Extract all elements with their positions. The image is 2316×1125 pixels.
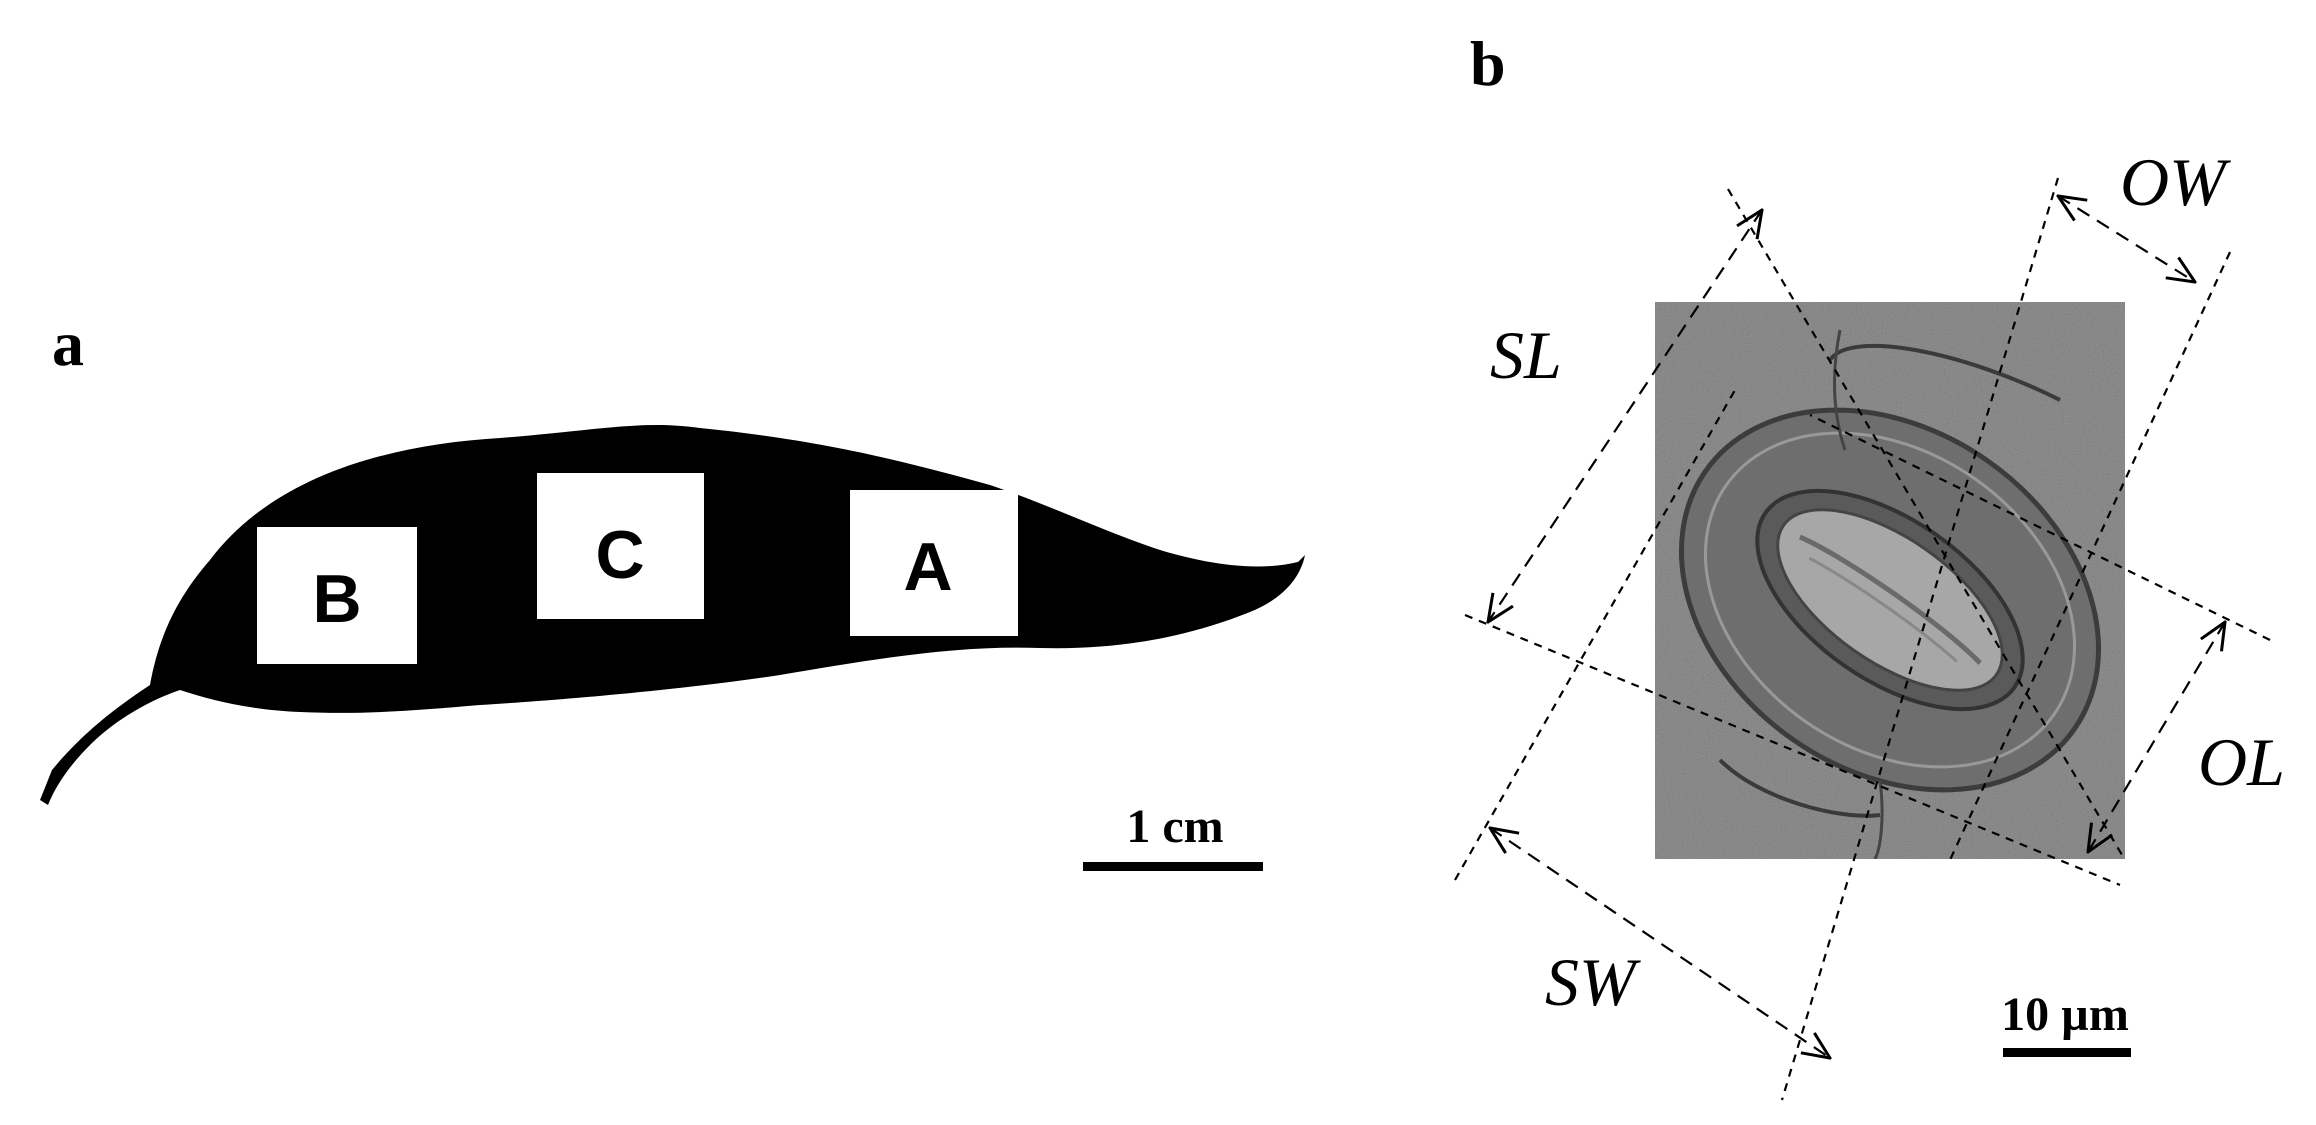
- region-box-c: C: [537, 473, 704, 619]
- region-label-c: C: [595, 517, 644, 593]
- region-label-a: A: [903, 529, 952, 605]
- sw-arrow: [1490, 828, 1830, 1058]
- measurement-label-sw: SW: [1545, 944, 1641, 1020]
- region-box-a: A: [850, 490, 1018, 636]
- measurement-label-sl: SL: [1490, 317, 1562, 393]
- region-box-b: B: [257, 527, 417, 664]
- measurement-label-ow: OW: [2120, 144, 2231, 220]
- panel-a-label: a: [52, 308, 84, 379]
- scale-bar-b-label: 10 µm: [2001, 988, 2129, 1041]
- stoma-micrograph: [1655, 302, 2125, 859]
- region-label-b: B: [312, 561, 361, 637]
- scale-bar-a: 1 cm: [1083, 800, 1263, 871]
- panel-b: b: [1454, 28, 2285, 1101]
- scale-bar-b: 10 µm: [2001, 988, 2131, 1057]
- sl-arrow: [1488, 210, 1762, 622]
- panel-b-label: b: [1470, 28, 1506, 99]
- measurement-label-ol: OL: [2198, 724, 2285, 800]
- ow-arrow: [2058, 196, 2195, 282]
- panel-a: a B C A 1 cm: [40, 308, 1305, 871]
- scale-bar-a-label: 1 cm: [1126, 800, 1223, 853]
